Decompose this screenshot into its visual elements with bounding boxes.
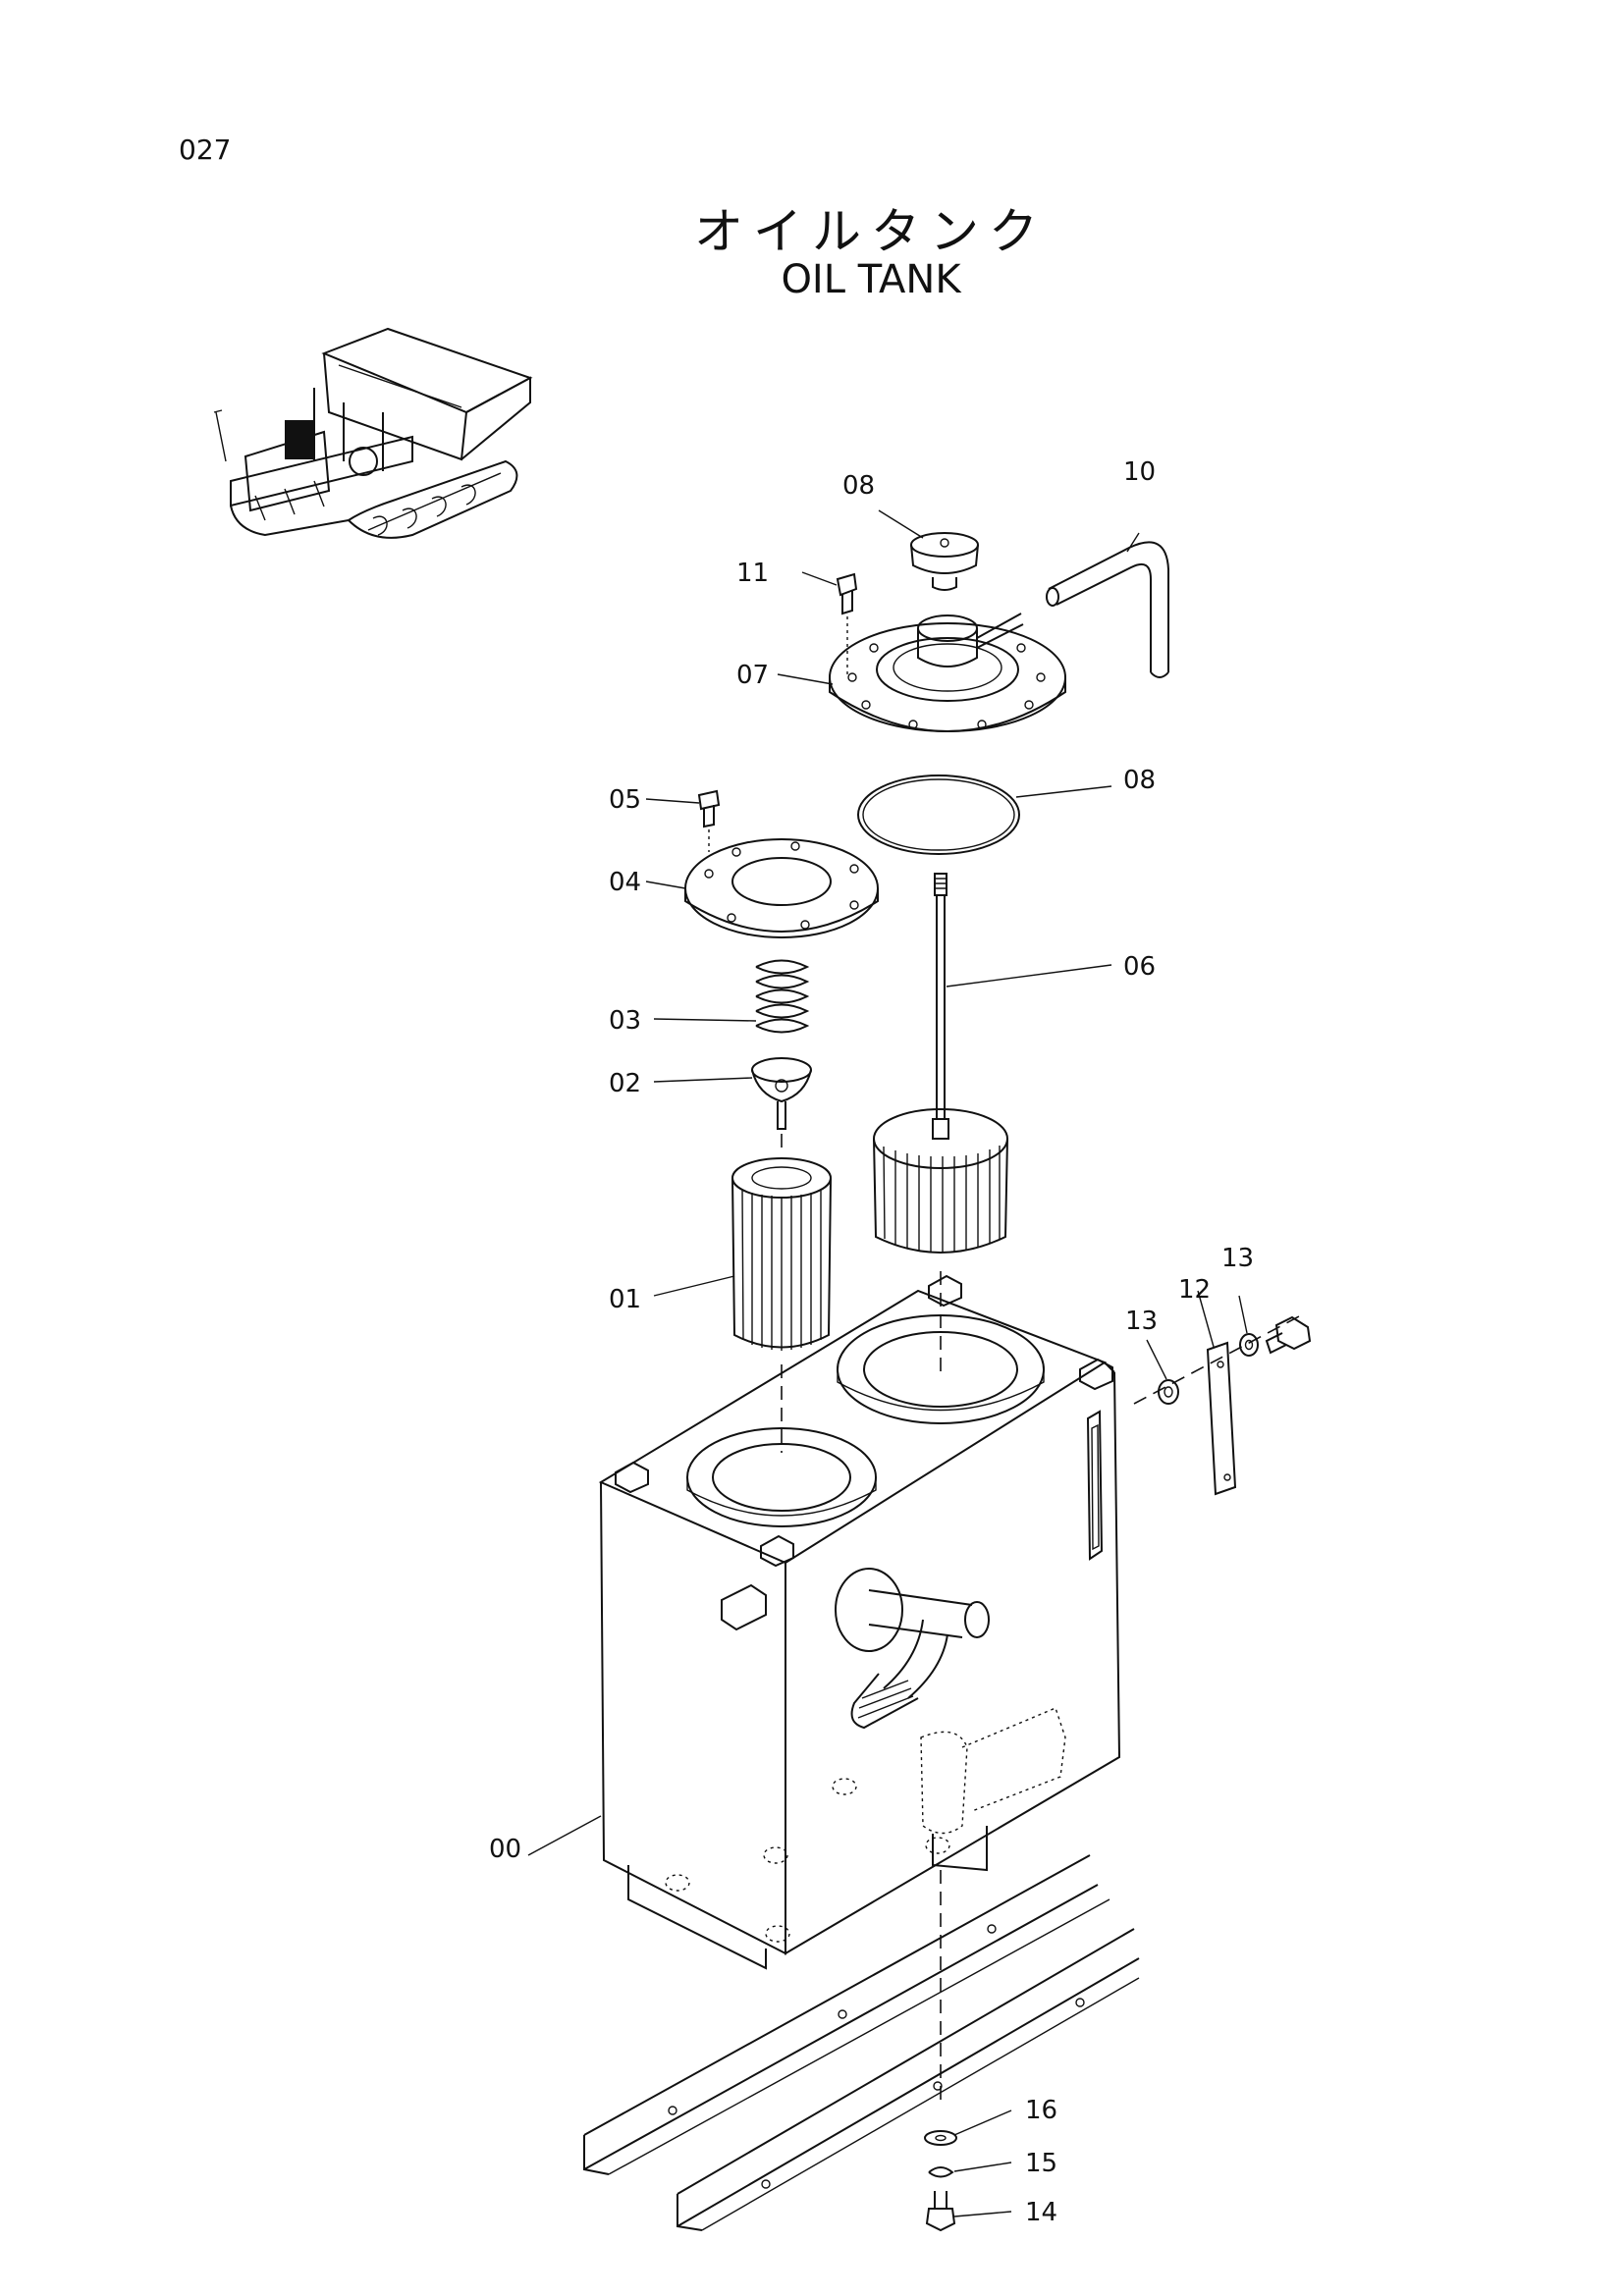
part-07-cover — [829, 613, 1066, 732]
callout-14: 14 — [1025, 2198, 1057, 2227]
frame-rails — [583, 1854, 1140, 2231]
callout-16: 16 — [1025, 2096, 1057, 2125]
callout-08: 08 — [1123, 766, 1156, 795]
part-00-tank — [598, 1274, 1121, 2106]
machine-location-thumbnail — [213, 327, 533, 539]
part-11-bolt — [836, 572, 858, 677]
part-03-spring — [755, 959, 810, 1034]
callout-07: 07 — [736, 661, 769, 690]
part-05-bolt — [697, 789, 721, 852]
title-english: OIL TANK — [781, 257, 961, 302]
part-04-flange — [684, 838, 879, 938]
callouts: 08 10 11 07 08 05 04 06 03 02 01 00 13 1… — [489, 457, 1254, 2227]
part-14-15-16-fasteners — [924, 2130, 957, 2232]
callout-04: 04 — [609, 868, 641, 897]
part-06-strainer — [873, 873, 1008, 1374]
callout-12: 12 — [1178, 1275, 1211, 1305]
part-02-valve — [751, 1057, 812, 1153]
part-10-hose — [1046, 541, 1169, 678]
callout-05: 05 — [609, 785, 641, 815]
callout-10: 10 — [1123, 457, 1156, 487]
callout-06: 06 — [1123, 952, 1156, 982]
callout-13-upper: 13 — [1221, 1244, 1254, 1273]
part-08-o-ring — [857, 774, 1020, 855]
callout-00: 00 — [489, 1835, 521, 1864]
callout-11: 11 — [736, 559, 769, 588]
leader-lines — [527, 509, 1248, 2217]
title-japanese: オイルタンク — [694, 203, 1048, 260]
callout-13-lower: 13 — [1125, 1307, 1158, 1336]
callout-09: 08 — [842, 471, 875, 501]
callout-15: 15 — [1025, 2149, 1057, 2178]
part-09-cap — [910, 532, 979, 591]
callout-03: 03 — [609, 1006, 641, 1036]
callout-02: 02 — [609, 1069, 641, 1098]
part-12-13-guard-assembly — [1133, 1314, 1312, 1496]
page-number: 027 — [179, 133, 232, 166]
callout-01: 01 — [609, 1285, 641, 1314]
part-01-filter — [731, 1157, 832, 1453]
